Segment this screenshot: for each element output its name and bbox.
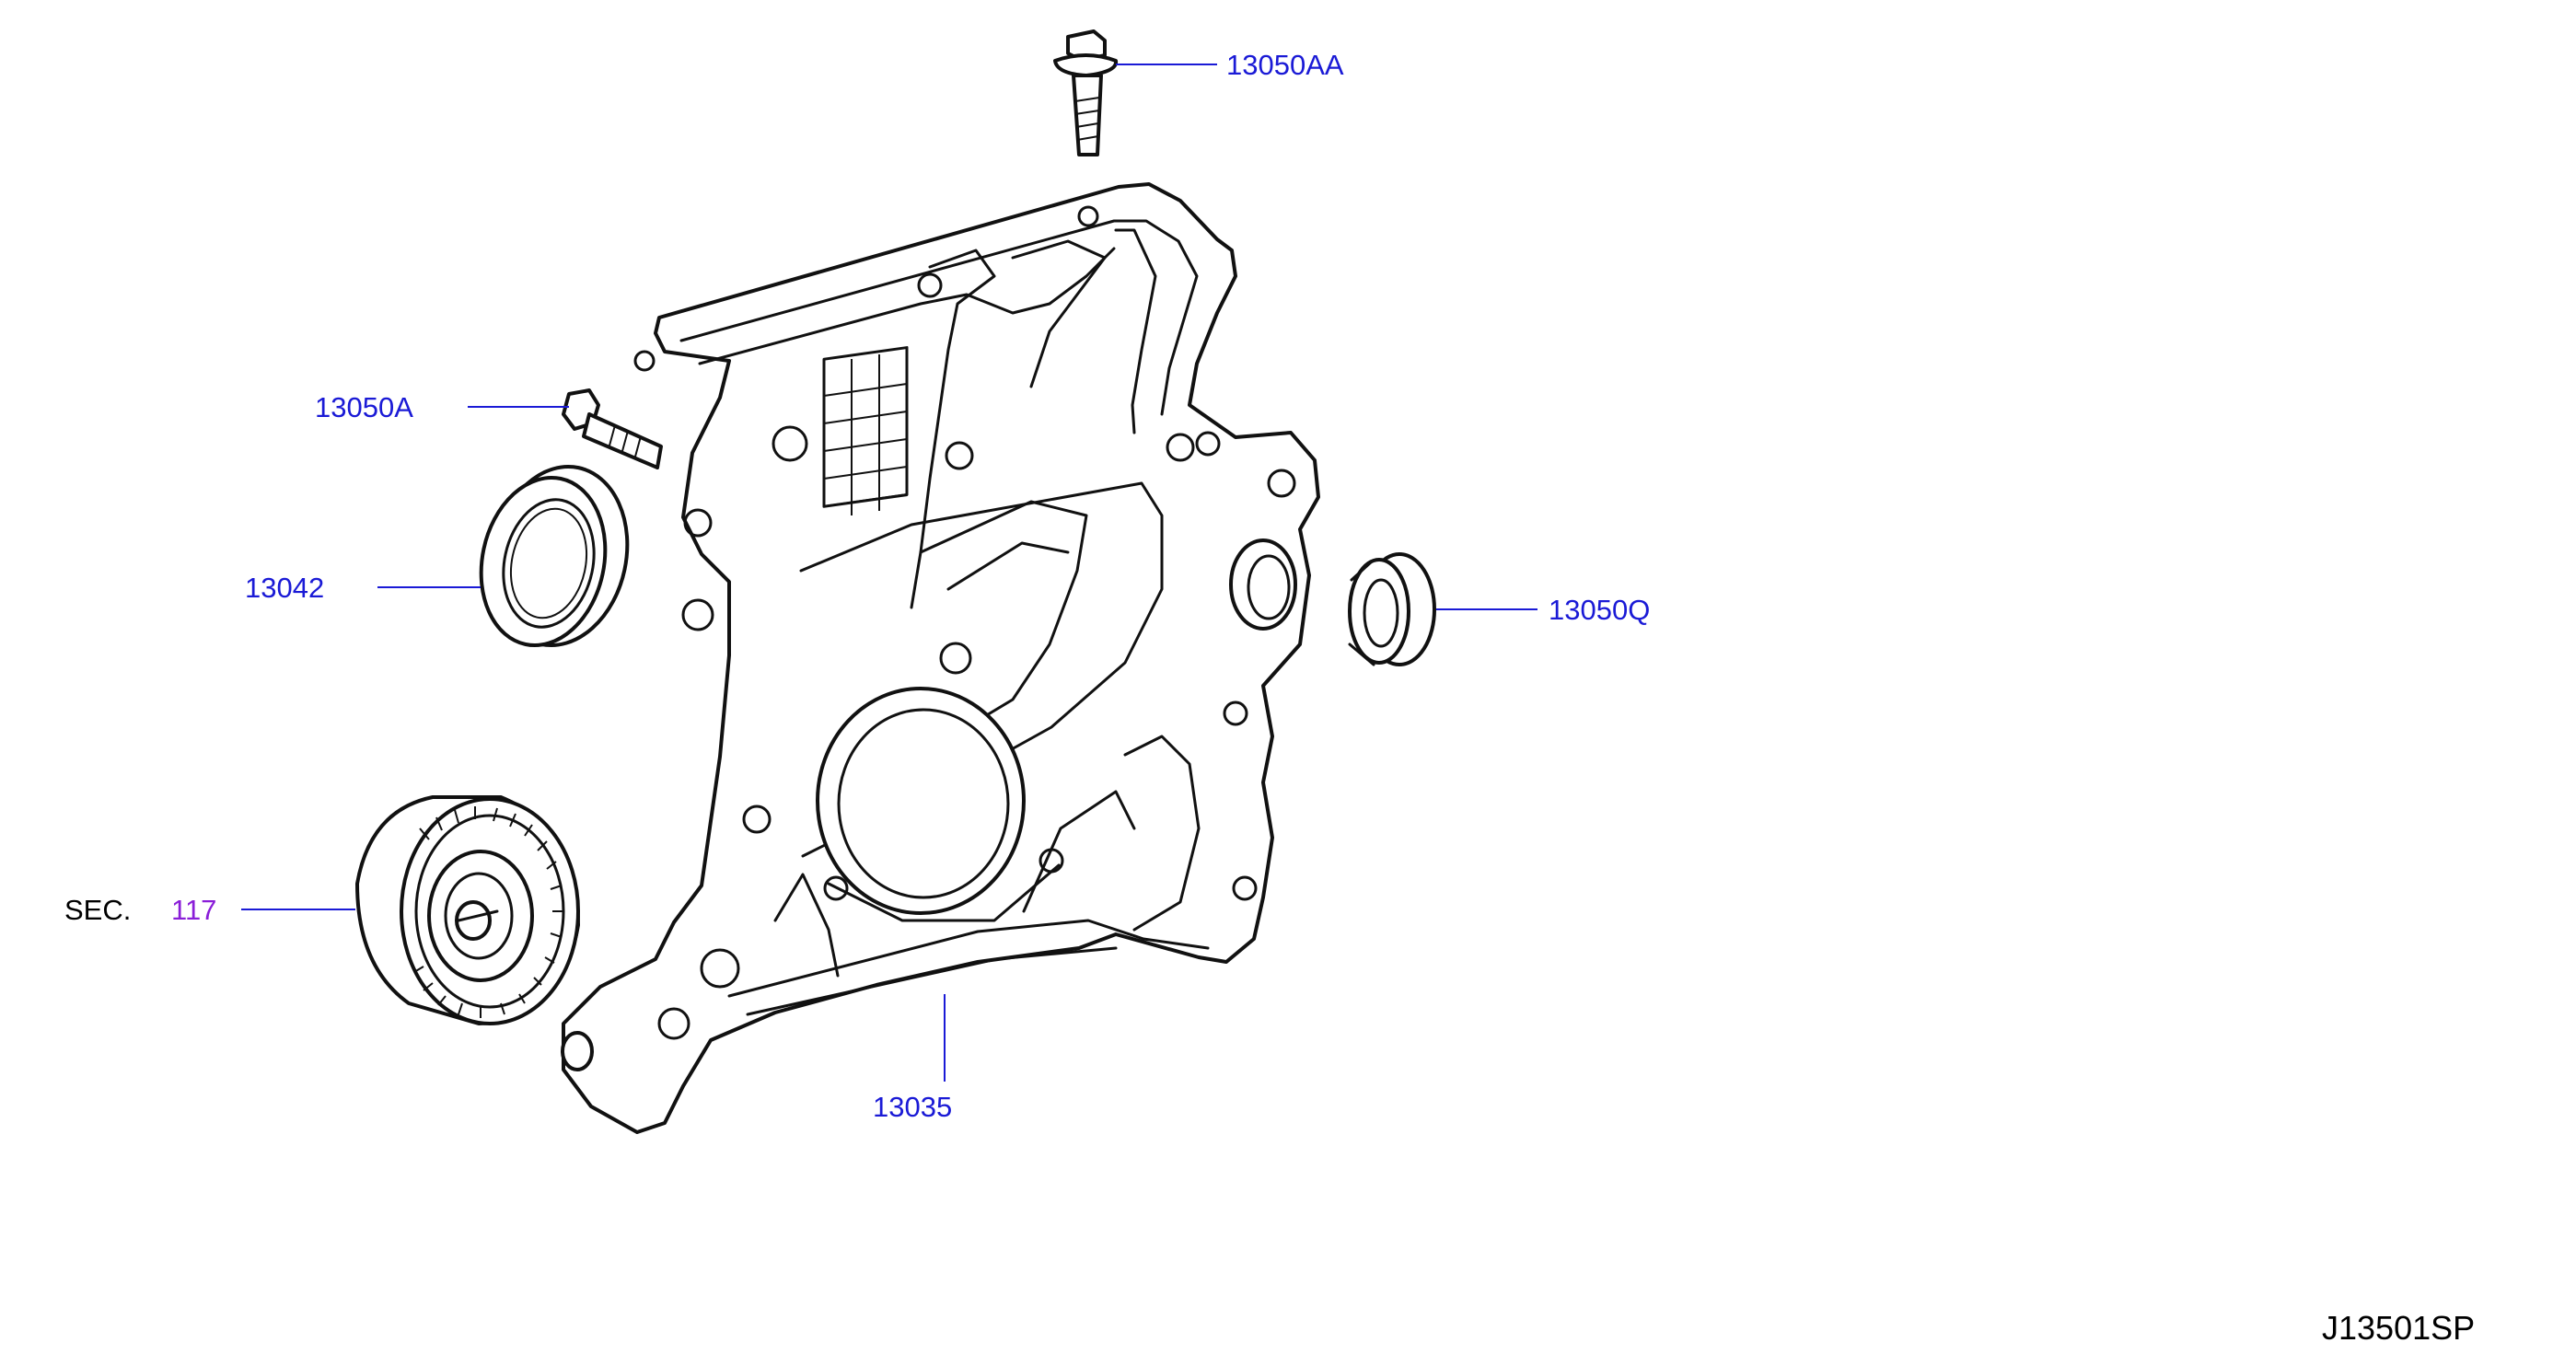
mounting-holes: [561, 205, 1296, 1071]
timing-cover: [561, 182, 1320, 1134]
label-13050AA: 13050AA: [1226, 49, 1344, 81]
bolt-top: [1053, 29, 1119, 156]
bolt-left: [562, 388, 663, 469]
label-13050Q: 13050Q: [1549, 594, 1650, 626]
idler-pulley: [355, 795, 580, 1025]
vent-grille: [822, 346, 909, 515]
diagram-code: J13501SP: [2322, 1309, 2475, 1347]
crank-bore: [816, 687, 1061, 922]
label-13035: 13035: [873, 1091, 952, 1123]
section-prefix: SEC.: [64, 894, 131, 926]
front-seal: [479, 464, 630, 648]
label-13050A: 13050A: [315, 391, 413, 423]
small-seal: [1348, 552, 1436, 666]
section-number-link[interactable]: 117: [171, 894, 216, 926]
label-13042: 13042: [245, 572, 324, 604]
